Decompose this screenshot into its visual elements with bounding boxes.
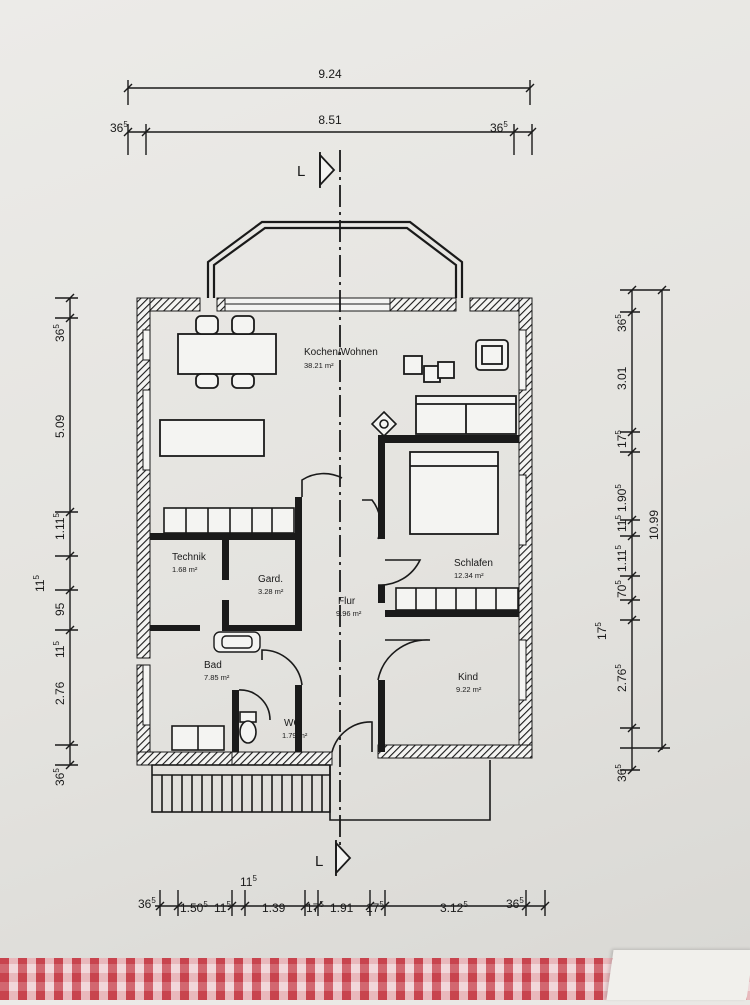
top-dimensions [123,80,537,155]
dim-right-seg-3: 1.905 [614,484,629,512]
bay-window [206,220,464,298]
dim-left-wall-bottom: 365 [52,768,67,786]
bottom-dimension-labels: 365 1.505 115 115 1.39 175 1.91 175 3.12… [138,874,524,915]
toilet-icon [239,711,257,744]
section-marker-bottom: L [315,853,323,870]
dim-left-seg-2: 1.115 [52,513,67,540]
doors [238,472,431,753]
svg-text:1.68 m²: 1.68 m² [172,565,198,574]
room-gard: Gard. 3.28 m² [258,574,284,596]
section-line [319,150,352,876]
dim-right-seg-1: 3.01 [615,366,629,390]
room-bad: Bad 7.85 m² [204,660,230,682]
dim-right-seg-8: 2.765 [614,664,629,692]
dim-top-inner: 8.51 [318,113,342,127]
sofa-icon [415,395,517,435]
dim-bottom-seg-3: 1.39 [262,901,286,915]
dim-left-seg-1: 5.09 [53,414,67,438]
kitchen-island-icon [159,419,265,457]
svg-text:9.96 m²: 9.96 m² [336,609,362,618]
room-kind: Kind 9.22 m² [456,672,482,694]
room-technik: Technik 1.68 m² [172,552,207,574]
svg-text:12.34 m²: 12.34 m² [454,571,484,580]
dim-left-seg-5: 115 [52,641,67,658]
svg-text:38.21 m²: 38.21 m² [304,361,334,370]
svg-text:Kochen/Wohnen: Kochen/Wohnen [304,347,378,358]
interior-walls [150,435,519,752]
dim-right-seg-5: 1.115 [614,545,629,572]
bed-icon [409,451,499,535]
dim-right-seg-2: 175 [614,430,629,448]
dim-top-right-wall: 365 [490,120,508,135]
room-kochen-wohnen: Kochen/Wohnen 38.21 m² [304,347,378,370]
right-dimension-labels: 10.99 365 3.01 175 1.905 115 1.115 705 1… [594,314,661,782]
svg-text:Kind: Kind [458,672,478,683]
sink-icon [213,631,261,653]
room-wc: WC 1.79 m² [282,718,308,740]
dim-bottom-seg-2: 115 [214,900,231,915]
svg-text:Technik: Technik [172,552,207,563]
dim-left-seg-4: 95 [53,602,67,616]
dim-left-wall-top: 365 [52,324,67,342]
dim-right-overall: 10.99 [647,510,661,540]
dining-table-icon [177,315,277,389]
dim-top-left-wall: 365 [110,120,128,135]
svg-text:WC: WC [284,718,301,729]
dim-right-wall-top: 365 [614,314,629,332]
kitchen-counter-icon [163,507,295,534]
svg-text:3.28 m²: 3.28 m² [258,587,284,596]
dim-bottom-seg-4: 175 [306,900,324,915]
dim-right-seg-4: 115 [614,515,629,532]
dim-bottom-seg-6: 175 [366,900,384,915]
svg-text:Schlafen: Schlafen [454,558,493,569]
dim-right-seg-6: 705 [614,580,629,598]
dim-right-seg-7: 175 [594,622,609,640]
room-schlafen: Schlafen 12.34 m² [454,558,493,580]
right-dimensions [620,285,670,775]
svg-text:Bad: Bad [204,660,222,671]
stairs [151,760,491,821]
left-dimension-labels: 365 5.09 1.115 115 95 115 2.76 365 [32,324,67,786]
paper-corner [606,950,750,1000]
dim-top-overall: 9.24 [318,67,342,81]
svg-text:Flur: Flur [338,596,356,607]
svg-text:7.85 m²: 7.85 m² [204,673,230,682]
dim-bottom-wall-right: 365 [506,896,524,911]
dim-left-seg-6: 2.76 [53,681,67,705]
dim-bottom-seg-1: 1.505 [180,900,208,915]
stove-icon [370,410,398,438]
dim-right-wall-bottom: 365 [614,764,629,782]
armchair-icon [475,339,509,371]
svg-text:9.22 m²: 9.22 m² [456,685,482,694]
side-tables-icon [403,355,455,383]
window-openings [142,297,527,726]
room-flur: Flur 9.96 m² [336,596,362,618]
dim-bottom-seg-2b: 115 [240,874,257,889]
dim-bottom-seg-7: 3.125 [440,900,468,915]
section-marker-top: L [297,163,305,180]
dim-bottom-wall-left: 365 [138,896,156,911]
dim-left-seg-3: 115 [32,575,47,592]
left-dimensions [55,293,78,770]
dim-bottom-seg-5: 1.91 [330,901,354,915]
svg-text:Gard.: Gard. [258,574,283,585]
svg-text:1.79 m²: 1.79 m² [282,731,308,740]
bottom-dimensions [155,890,550,916]
bathtub-icon [171,725,225,751]
wardrobe-schlafen-icon [395,587,519,611]
